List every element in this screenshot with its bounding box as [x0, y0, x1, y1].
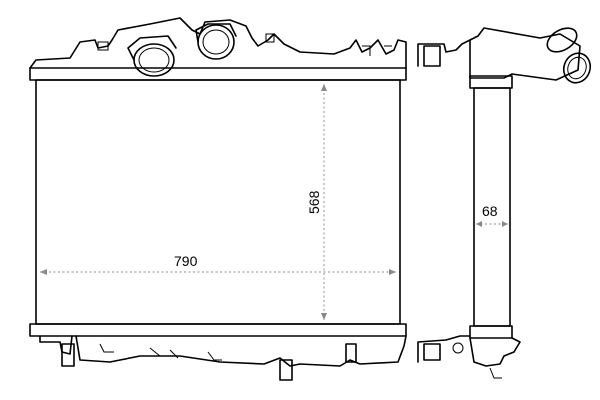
side-bottom-drain [489, 367, 502, 379]
top-tank-header [29, 67, 407, 81]
top-bolts [97, 33, 392, 56]
top-tank-outline [29, 17, 407, 69]
side-view: 68 [417, 27, 592, 379]
side-bottom-collar [469, 325, 513, 339]
bottom-tank-outline [39, 335, 407, 367]
side-bottom-tank [417, 335, 521, 367]
left-inlet-pipe [127, 35, 177, 77]
side-top-bracket [423, 45, 441, 67]
depth-dimension: 68 [476, 203, 508, 227]
front-view: 790 568 [29, 17, 407, 381]
side-top-pipe [546, 27, 592, 84]
side-top-tank [417, 27, 581, 81]
side-bottom-bolt [452, 342, 464, 354]
width-dimension-label: 790 [174, 253, 198, 269]
right-outlet-pipe [195, 23, 237, 60]
width-dimension: 790 [40, 253, 396, 275]
radiator-core [35, 79, 401, 325]
side-bottom-bracket [423, 343, 441, 361]
bottom-brackets [61, 343, 357, 381]
depth-dimension-label: 68 [482, 203, 498, 219]
height-dimension: 568 [306, 84, 327, 320]
height-dimension-label: 568 [306, 190, 322, 214]
bottom-tank-header [29, 323, 407, 337]
